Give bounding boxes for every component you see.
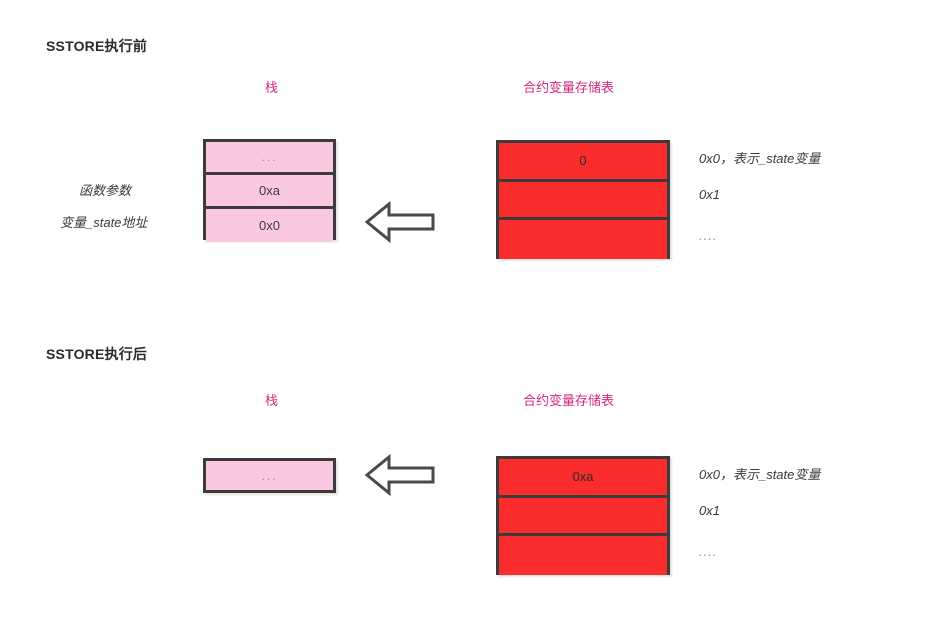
stack-cell: 0xa bbox=[206, 175, 333, 209]
stack-caption-after: 栈 bbox=[265, 393, 279, 408]
storage-cell bbox=[499, 220, 667, 259]
storage-slot-label-1: 0x1 bbox=[699, 503, 720, 518]
section-title-after: SSTORE执行后 bbox=[46, 346, 148, 362]
stack-cell: 0x0 bbox=[206, 208, 333, 242]
storage-cell bbox=[499, 181, 667, 221]
stack-box-after: ... bbox=[203, 458, 336, 493]
storage-caption-after: 合约变量存储表 bbox=[523, 393, 615, 408]
stack-cell: ... bbox=[206, 461, 333, 490]
stack-label-function-args: 函数参数 bbox=[79, 183, 132, 198]
storage-slot-label-1: 0x1 bbox=[699, 187, 720, 202]
section-title-before: SSTORE执行前 bbox=[46, 38, 148, 54]
storage-cell bbox=[499, 497, 667, 537]
stack-label-state-address: 变量_state地址 bbox=[60, 215, 148, 230]
storage-cell: 0xa bbox=[499, 459, 667, 498]
storage-slot-label-more: .... bbox=[699, 544, 718, 559]
storage-table-after: 0xa bbox=[496, 456, 670, 575]
storage-cell bbox=[499, 536, 667, 575]
left-arrow-icon bbox=[364, 452, 435, 498]
stack-box-before: ... 0xa 0x0 bbox=[203, 139, 336, 242]
storage-cell: 0 bbox=[499, 143, 667, 182]
storage-slot-label-0: 0x0，表示_state变量 bbox=[699, 467, 821, 482]
stack-caption-before: 栈 bbox=[265, 80, 279, 95]
storage-slot-label-0: 0x0，表示_state变量 bbox=[699, 151, 821, 166]
stack-cell: ... bbox=[206, 142, 333, 176]
storage-slot-label-more: .... bbox=[699, 228, 718, 243]
storage-caption-before: 合约变量存储表 bbox=[523, 80, 615, 95]
storage-table-before: 0 bbox=[496, 140, 670, 259]
left-arrow-icon bbox=[364, 199, 435, 245]
